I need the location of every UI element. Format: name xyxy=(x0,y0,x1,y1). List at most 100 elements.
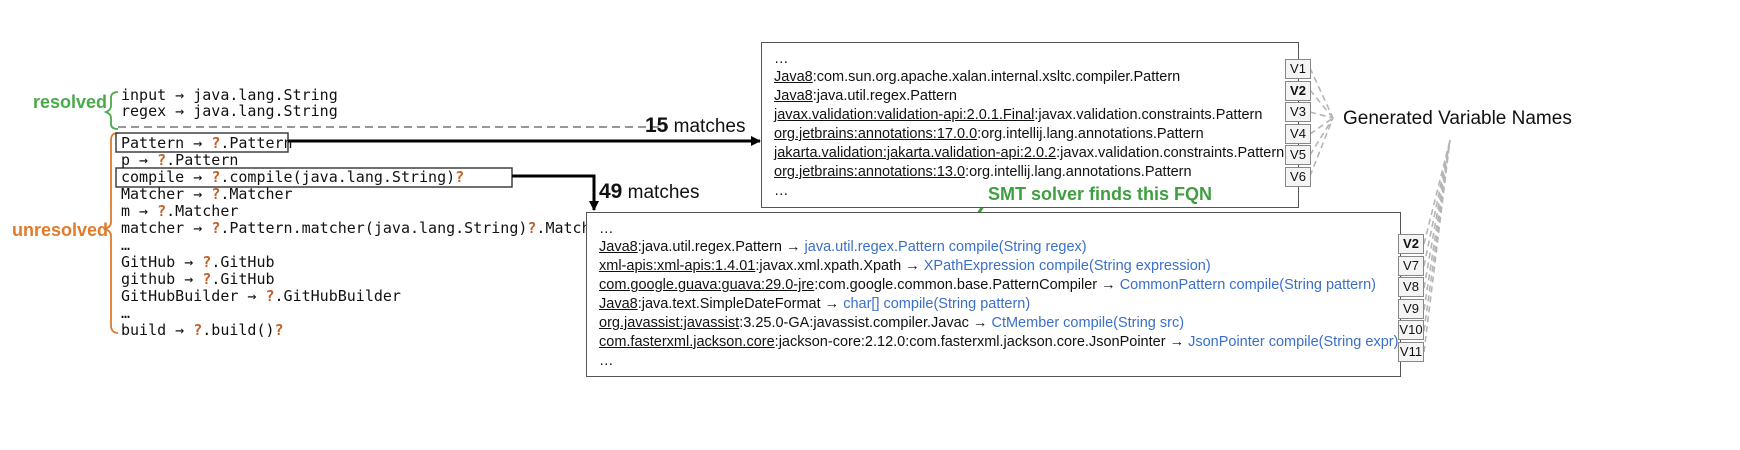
variable-name: input → xyxy=(121,86,194,104)
partial-type: .GitHubBuilder xyxy=(274,287,401,305)
candidate-row: javax.validation:validation-api:2.0.1.Fi… xyxy=(774,105,1262,125)
unresolved-row: … xyxy=(121,236,130,254)
unresolved-row: matcher → ?.Pattern.matcher(java.lang.St… xyxy=(121,219,609,237)
resolved-type: java.lang.String xyxy=(193,102,338,120)
version-box-v1: V1 xyxy=(1285,59,1311,79)
library-id: org.javassist:javassist xyxy=(599,315,740,331)
unknown-marker: ? xyxy=(265,287,275,305)
candidate-row: org.jetbrains:annotations:17.0.0:org.int… xyxy=(774,124,1204,144)
fqn: :com.sun.org.apache.xalan.internal.xsltc… xyxy=(812,69,1181,85)
fqn: :com.google.common.base.PatternCompiler … xyxy=(814,277,1120,293)
compile-candidates-panel: …Java8:java.util.regex.Pattern → java.ut… xyxy=(586,212,1401,377)
unresolved-row: Pattern → ?.Pattern xyxy=(121,134,293,152)
candidate-row: com.fasterxml.jackson.core:jackson-core:… xyxy=(599,332,1398,352)
resolved-label: resolved xyxy=(33,92,108,112)
library-id: Java8 xyxy=(774,88,813,104)
return-type: CtMember xyxy=(991,315,1060,331)
library-id: com.google.guava:guava:29.0-jre xyxy=(599,277,815,293)
method-signature: compile(String pattern) xyxy=(1225,277,1376,293)
fqn: :javax.validation.constraints.Pattern xyxy=(1056,145,1285,161)
library-id: Java8 xyxy=(599,239,638,255)
unknown-marker: ? xyxy=(157,151,167,169)
ellipsis: … xyxy=(599,353,614,369)
candidate-row: jakarta.validation:jakarta.validation-ap… xyxy=(774,143,1284,163)
resolved-bracket xyxy=(103,91,119,130)
method-signature: compile(String src) xyxy=(1059,315,1185,331)
candidate-row: Java8:java.text.SimpleDateFormat → char[… xyxy=(599,294,1030,314)
library-id: org.jetbrains:annotations:13.0 xyxy=(774,164,966,180)
unknown-marker: ? xyxy=(455,168,465,186)
fqn: :org.intellij.lang.annotations.Pattern xyxy=(977,126,1204,142)
fqn: :org.intellij.lang.annotations.Pattern xyxy=(965,164,1192,180)
partial-type: .Pattern xyxy=(220,134,293,152)
unknown-marker: ? xyxy=(202,253,212,271)
variable-name: Matcher → xyxy=(121,185,212,203)
unresolved-row: … xyxy=(121,304,130,322)
ellipsis: … xyxy=(774,51,789,67)
pattern-candidates-panel: …Java8:com.sun.org.apache.xalan.internal… xyxy=(761,42,1299,208)
ellipsis: … xyxy=(774,183,789,199)
unknown-marker: ? xyxy=(211,185,221,203)
method-signature: compile(String expression) xyxy=(1035,258,1211,274)
fqn: :3.25.0-GA:javassist.compiler.Javac → xyxy=(739,315,992,331)
unknown-marker: ? xyxy=(193,321,203,339)
variable-name: Pattern → xyxy=(121,134,212,152)
version-box-v10: V10 xyxy=(1398,320,1424,340)
partial-type: .GitHub xyxy=(211,270,275,288)
fqn: :javax.validation.constraints.Pattern xyxy=(1034,107,1263,123)
library-id: com.fasterxml.jackson.core xyxy=(599,334,775,350)
method-signature: compile(String regex) xyxy=(944,239,1087,255)
variable-name: … xyxy=(121,304,131,322)
unknown-marker: ? xyxy=(211,134,221,152)
matches-49-word: matches xyxy=(627,182,700,203)
unresolved-label: unresolved xyxy=(12,220,109,240)
resolved-row: input → java.lang.String xyxy=(121,86,338,104)
variable-name: matcher → xyxy=(121,219,212,237)
resolved-type: java.lang.String xyxy=(193,86,338,104)
candidate-row: org.javassist:javassist:3.25.0-GA:javass… xyxy=(599,313,1184,333)
candidate-row: org.jetbrains:annotations:13.0:org.intel… xyxy=(774,162,1192,182)
return-type: char[] xyxy=(843,296,880,312)
fqn: :java.util.regex.Pattern → xyxy=(637,239,805,255)
unknown-marker: ? xyxy=(274,321,284,339)
bottom-fan-lines xyxy=(1423,139,1451,353)
version-box-v5: V5 xyxy=(1285,145,1311,165)
library-id: Java8 xyxy=(774,69,813,85)
unresolved-row: GitHubBuilder → ?.GitHubBuilder xyxy=(121,287,401,305)
unknown-marker: ? xyxy=(211,168,221,186)
matches-49-count: 49 xyxy=(599,180,623,203)
return-type: JsonPointer xyxy=(1188,334,1265,350)
variable-name: m → xyxy=(121,202,158,220)
partial-type: .Pattern.matcher(java.lang.String) xyxy=(220,219,528,237)
variable-name: GitHubBuilder → xyxy=(121,287,266,305)
unresolved-row: p → ?.Pattern xyxy=(121,151,238,169)
version-box-v2: V2 xyxy=(1398,234,1424,254)
variable-name: … xyxy=(121,236,131,254)
variable-name: regex → xyxy=(121,102,194,120)
partial-type: .GitHub xyxy=(211,253,275,271)
library-id: jakarta.validation:jakarta.validation-ap… xyxy=(774,145,1057,161)
method-signature: compile(String pattern) xyxy=(879,296,1031,312)
fqn: :java.text.SimpleDateFormat → xyxy=(637,296,844,312)
return-type: CommonPattern xyxy=(1119,277,1226,293)
fqn: :java.util.regex.Pattern xyxy=(812,88,957,104)
unknown-marker: ? xyxy=(157,202,167,220)
resolved-row: regex → java.lang.String xyxy=(121,102,338,120)
matches-15-count: 15 xyxy=(645,114,669,137)
return-type: XPathExpression xyxy=(923,258,1035,274)
partial-type: .build() xyxy=(202,321,275,339)
library-id: Java8 xyxy=(599,296,638,312)
partial-type: .compile(java.lang.String) xyxy=(220,168,456,186)
arrow-49-matches xyxy=(512,174,599,211)
library-id: org.jetbrains:annotations:17.0.0 xyxy=(774,126,978,142)
variable-name: GitHub → xyxy=(121,253,203,271)
generated-variable-names-label: Generated Variable Names xyxy=(1343,108,1572,129)
matches-15-label: 15 matches xyxy=(645,114,745,138)
unknown-marker: ? xyxy=(202,270,212,288)
variable-name: p → xyxy=(121,151,158,169)
candidate-row: Java8:java.util.regex.Pattern xyxy=(774,86,957,106)
variable-name: compile → xyxy=(121,168,212,186)
version-box-v7: V7 xyxy=(1398,255,1424,276)
candidate-row: xml-apis:xml-apis:1.4.01:javax.xml.xpath… xyxy=(599,256,1211,276)
